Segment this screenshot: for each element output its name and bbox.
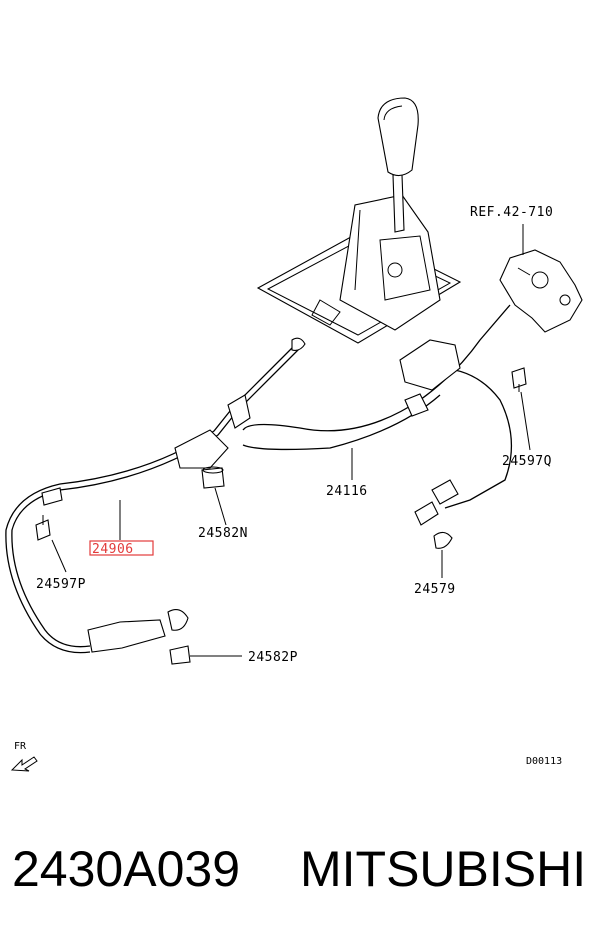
parts-diagram: REF.42-710 24597Q 24116 24582N 24906 245… (5, 97, 583, 772)
leader-lines (51, 391, 531, 657)
shifter-housing (311, 194, 441, 331)
label-ref: REF.42-710 (470, 205, 553, 220)
label-24579: 24579 (414, 582, 456, 597)
label-24906: 24906 (92, 542, 134, 557)
label-24597Q: 24597Q (502, 454, 552, 469)
shift-lever (377, 97, 419, 233)
cable-24116 (242, 304, 513, 526)
bolt-24597P (35, 515, 51, 541)
label-24582N: 24582N (198, 526, 248, 541)
label-24582P: 24582P (248, 650, 298, 665)
label-fr: FR (14, 741, 27, 752)
label-24116: 24116 (326, 484, 368, 499)
label-diagram-code: D00113 (526, 756, 562, 767)
bushing-24582N (201, 466, 225, 489)
clip-24579 (433, 531, 453, 549)
cable-24906 (5, 337, 306, 654)
bolt-24597Q (511, 367, 527, 392)
front-arrow-icon (10, 756, 38, 772)
highlight-box-24906 (89, 540, 154, 556)
footer: 2430A039 MITSUBISHI (0, 820, 600, 920)
bushing-24582P (169, 645, 191, 665)
part-number: 2430A039 (12, 841, 241, 897)
label-24597P: 24597P (36, 577, 86, 592)
transmission-bracket (499, 249, 583, 333)
brand-name: MITSUBISHI (300, 841, 587, 897)
